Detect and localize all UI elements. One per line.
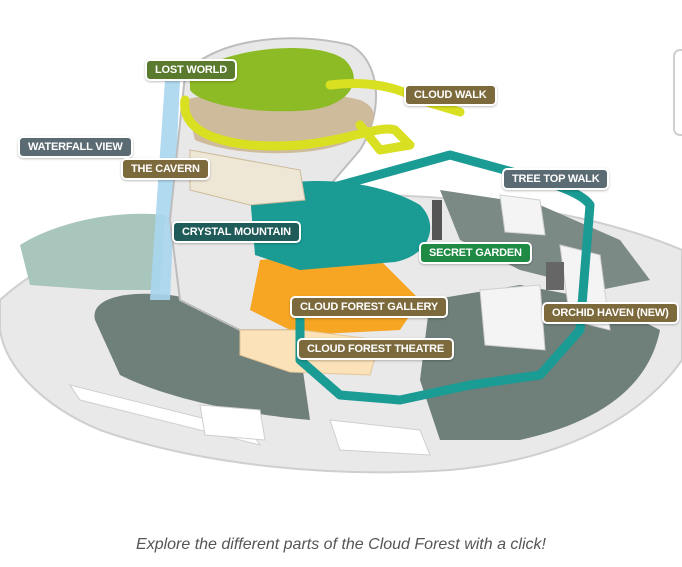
area-tag-secret-garden[interactable]: SECRET GARDEN xyxy=(419,242,532,264)
area-tag-lost-world[interactable]: LOST WORLD xyxy=(145,59,237,81)
cloud-forest-map xyxy=(0,37,682,474)
wall-north xyxy=(499,194,546,236)
the-cavern-level xyxy=(189,149,306,206)
water-pool xyxy=(20,213,165,290)
edge-card xyxy=(673,49,682,136)
orchid-haven-panel xyxy=(546,262,564,290)
area-tag-tree-top-walk[interactable]: TREE TOP WALK xyxy=(502,168,610,190)
walkway-3 xyxy=(199,404,266,441)
area-tag-waterfall-view[interactable]: WATERFALL VIEW xyxy=(18,136,133,158)
area-tag-cloud-walk[interactable]: CLOUD WALK xyxy=(404,84,497,106)
secret-garden-panel xyxy=(432,200,442,240)
area-tag-orchid-haven[interactable]: ORCHID HAVEN (NEW) xyxy=(542,302,679,324)
area-tag-cloud-forest-gallery[interactable]: CLOUD FOREST GALLERY xyxy=(290,296,448,318)
area-tag-cloud-forest-theatre[interactable]: CLOUD FOREST THEATRE xyxy=(297,338,454,360)
walkway-2 xyxy=(329,419,431,456)
area-tag-the-cavern[interactable]: THE CAVERN xyxy=(121,158,210,180)
area-tag-crystal-mountain[interactable]: CRYSTAL MOUNTAIN xyxy=(172,221,301,243)
caption: Explore the different parts of the Cloud… xyxy=(136,536,546,553)
crystal-mountain-level xyxy=(250,181,431,270)
wall-mid xyxy=(479,284,546,351)
